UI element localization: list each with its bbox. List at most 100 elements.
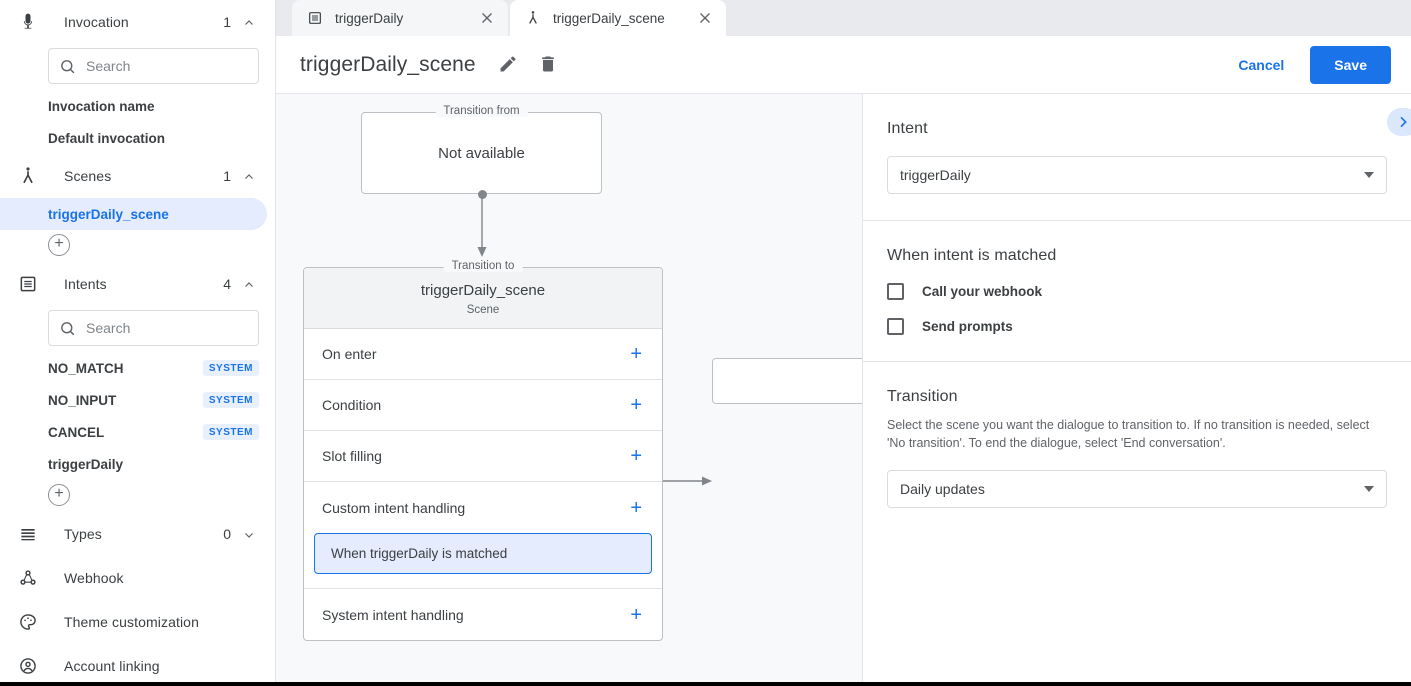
scene-row-on-enter[interactable]: On enter + — [304, 329, 662, 380]
sidebar-item-label: Webhook — [64, 570, 124, 586]
sidebar-section-invocation[interactable]: Invocation 1 — [0, 0, 275, 44]
sidebar-item-triggerdaily-scene[interactable]: triggerDaily_scene — [0, 198, 267, 230]
sidebar-item-cancel[interactable]: CANCEL SYSTEM — [0, 416, 275, 448]
sidebar: Invocation 1 Invocation name Default inv… — [0, 0, 276, 686]
transition-to-legend: Transition to — [443, 260, 523, 272]
add-intent-button[interactable]: + — [48, 484, 70, 506]
nav-label: NO_INPUT — [48, 392, 117, 408]
scene-row-custom-intent-handling[interactable]: Custom intent handling + — [314, 482, 652, 533]
sidebar-section-count: 1 — [223, 168, 231, 184]
trash-icon[interactable] — [538, 54, 560, 76]
transition-from-legend: Transition from — [435, 105, 528, 117]
scene-row-slot-filling[interactable]: Slot filling + — [304, 431, 662, 482]
transition-section-title: Transition — [887, 388, 958, 405]
sidebar-section-intents[interactable]: Intents 4 — [0, 262, 275, 306]
invocation-search-box[interactable] — [48, 48, 259, 84]
send-prompts-label: Send prompts — [922, 319, 1013, 334]
status-badge: SYSTEM — [202, 392, 259, 408]
tab-label: triggerDaily_scene — [553, 10, 665, 26]
intents-icon — [16, 272, 40, 296]
window-bottom-edge — [0, 682, 1411, 686]
sidebar-section-label: Scenes — [64, 168, 112, 184]
expand-panel-button[interactable] — [1387, 108, 1411, 136]
chevron-up-icon — [243, 170, 255, 182]
add-custom-intent-button[interactable]: + — [630, 496, 642, 519]
sidebar-item-invocation-name[interactable]: Invocation name — [0, 90, 275, 122]
intent-handler-chip[interactable]: When triggerDaily is matched — [314, 533, 652, 574]
scene-row-system-intent-handling[interactable]: System intent handling + — [304, 589, 662, 640]
intent-handler-label: When triggerDaily is matched — [331, 546, 508, 561]
sidebar-item-theme-customization[interactable]: Theme customization — [0, 600, 275, 644]
scene-row-label: Slot filling — [322, 448, 382, 464]
checkbox-row-send-prompts[interactable]: Send prompts — [887, 318, 1387, 335]
chevron-right-icon — [1400, 116, 1407, 128]
invocation-search-wrap — [0, 44, 275, 90]
scene-row-label: System intent handling — [322, 606, 464, 623]
scene-row-label: On enter — [322, 346, 377, 362]
tab-triggerdaily-scene[interactable]: triggerDaily_scene — [510, 0, 726, 36]
add-intent-row: + — [0, 480, 275, 512]
properties-panel: Intent triggerDaily When intent is match… — [862, 94, 1411, 686]
transition-select[interactable]: Daily updates — [887, 470, 1387, 508]
close-icon[interactable] — [696, 9, 714, 27]
nav-label: Default invocation — [48, 130, 166, 146]
account-icon — [16, 654, 40, 678]
sidebar-section-count: 4 — [223, 276, 231, 292]
call-webhook-checkbox[interactable] — [887, 283, 904, 300]
scene-row-condition[interactable]: Condition + — [304, 380, 662, 431]
tab-bar: triggerDaily triggerDaily_scene — [276, 0, 1411, 36]
intents-search-input[interactable] — [86, 320, 248, 336]
send-prompts-checkbox[interactable] — [887, 318, 904, 335]
chevron-up-icon — [243, 278, 255, 290]
intents-search-box[interactable] — [48, 310, 259, 346]
intent-select[interactable]: triggerDaily — [887, 156, 1387, 194]
intent-section-title: Intent — [887, 120, 928, 137]
sidebar-item-default-invocation[interactable]: Default invocation — [0, 122, 275, 154]
sidebar-item-account-linking[interactable]: Account linking — [0, 644, 275, 686]
tab-triggerdaily[interactable]: triggerDaily — [292, 0, 508, 36]
body: Transition from Not available Transition… — [276, 94, 1411, 686]
nav-label: NO_MATCH — [48, 360, 124, 376]
save-button[interactable]: Save — [1310, 45, 1391, 84]
sidebar-section-types[interactable]: Types 0 — [0, 512, 275, 556]
transition-section-description: Select the scene you want the dialogue t… — [887, 418, 1370, 450]
scene-icon — [524, 10, 541, 27]
add-on-enter-button[interactable]: + — [630, 343, 642, 365]
sidebar-item-triggerdaily[interactable]: triggerDaily — [0, 448, 275, 480]
sidebar-item-no-match[interactable]: NO_MATCH SYSTEM — [0, 352, 275, 384]
sidebar-section-label: Intents — [64, 276, 107, 292]
nav-label: Invocation name — [48, 98, 155, 114]
custom-intent-handling-block: Custom intent handling + When triggerDai… — [304, 482, 662, 589]
sidebar-section-label: Invocation — [64, 14, 129, 30]
transition-from-node[interactable]: Transition from Not available — [361, 105, 602, 194]
sidebar-section-count: 0 — [223, 526, 231, 542]
checkbox-row-call-webhook[interactable]: Call your webhook — [887, 283, 1387, 300]
sidebar-section-count: 1 — [223, 14, 231, 30]
add-system-intent-button[interactable]: + — [630, 603, 642, 626]
scene-node[interactable]: Transition to triggerDaily_scene Scene O… — [303, 260, 663, 641]
nav-label: triggerDaily_scene — [48, 206, 169, 222]
pencil-icon[interactable] — [498, 54, 520, 76]
sidebar-item-webhook[interactable]: Webhook — [0, 556, 275, 600]
add-scene-button[interactable]: + — [48, 234, 70, 256]
chevron-down-icon — [1364, 172, 1374, 178]
chevron-down-icon — [243, 528, 255, 540]
sidebar-section-scenes[interactable]: Scenes 1 — [0, 154, 275, 198]
scene-graph-canvas[interactable]: Transition from Not available Transition… — [276, 94, 862, 686]
add-slot-filling-button[interactable]: + — [630, 445, 642, 467]
main-area: triggerDaily triggerDaily_scene triggerD… — [276, 0, 1411, 686]
scene-node-name: triggerDaily_scene — [420, 282, 546, 299]
sidebar-item-label: Account linking — [64, 658, 160, 674]
sidebar-item-no-input[interactable]: NO_INPUT SYSTEM — [0, 384, 275, 416]
intent-icon — [306, 10, 323, 27]
add-condition-button[interactable]: + — [630, 394, 642, 416]
cancel-button[interactable]: Cancel — [1226, 48, 1296, 82]
transition-target-node[interactable]: Tr Dail — [712, 358, 862, 404]
nav-label: CANCEL — [48, 424, 105, 440]
when-intent-matched-title: When intent is matched — [887, 247, 1057, 264]
scenes-icon — [16, 164, 40, 188]
transition-select-value: Daily updates — [900, 481, 985, 497]
close-icon[interactable] — [478, 9, 496, 27]
invocation-search-input[interactable] — [86, 58, 248, 74]
